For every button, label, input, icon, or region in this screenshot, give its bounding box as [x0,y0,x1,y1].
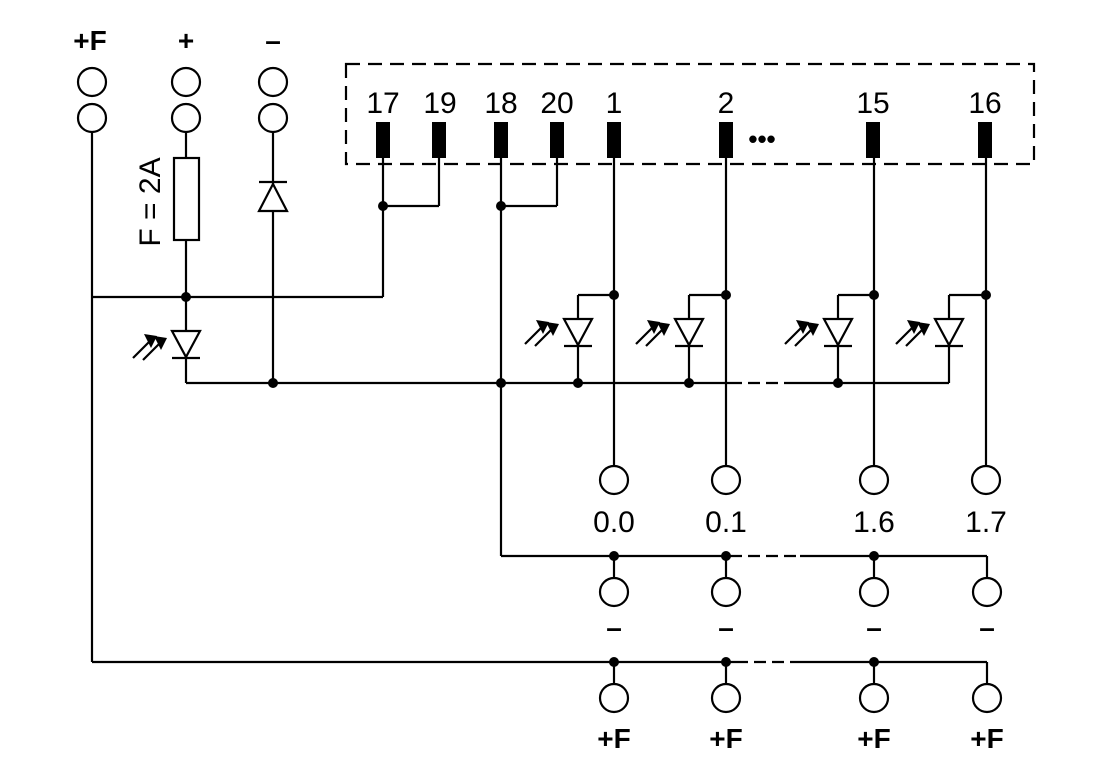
signal-label-1-6: 1.6 [853,506,895,539]
power-led [132,329,202,361]
minus-label-2: – [866,612,882,643]
junction-dots [181,201,991,667]
minus-label-3: – [979,612,995,643]
signal-label-0-1: 0.1 [705,506,747,539]
pin-label-2: 2 [718,87,735,120]
light-emission-icon [895,320,930,347]
signal-terminals [598,464,1002,496]
connector-pins [376,122,992,158]
supply-terminals [76,66,289,134]
signal-label-0-0: 0.0 [593,506,635,539]
pin-label-20: 20 [540,87,573,120]
protection-diode [257,180,289,213]
minus-label-1: – [718,612,734,643]
fuse [172,156,201,242]
channel-led-1 [635,317,705,348]
connector-box [344,62,1036,166]
pin-label-1: 1 [606,87,623,120]
minus-terminals [598,576,1003,608]
light-emission-icon [132,334,167,361]
pin-label-17: 17 [366,87,399,120]
supply-label-plus: + [178,25,194,56]
plus-f-label-0: +F [597,723,630,754]
pin-ellipsis: ••• [748,124,775,154]
channel-led-14 [784,317,854,348]
light-emission-icon [524,320,559,347]
supply-label-minus: – [265,25,281,56]
fuse-label: F = 2A [134,157,167,246]
signal-label-1-7: 1.7 [965,506,1007,539]
pin-label-15: 15 [856,87,889,120]
plus-f-label-3: +F [970,723,1003,754]
channel-led-0 [524,317,594,348]
pin-label-19: 19 [423,87,456,120]
pin-label-16: 16 [968,87,1001,120]
minus-label-0: – [606,612,622,643]
plus-f-label-1: +F [709,723,742,754]
wires [90,132,989,684]
supply-label-plus-f: +F [73,25,106,56]
plus-f-terminals [598,682,1003,714]
pin-label-18: 18 [484,87,517,120]
light-emission-icon [635,320,670,347]
plus-f-label-2: +F [857,723,890,754]
channel-led-15 [895,317,965,348]
light-emission-icon [784,320,819,347]
